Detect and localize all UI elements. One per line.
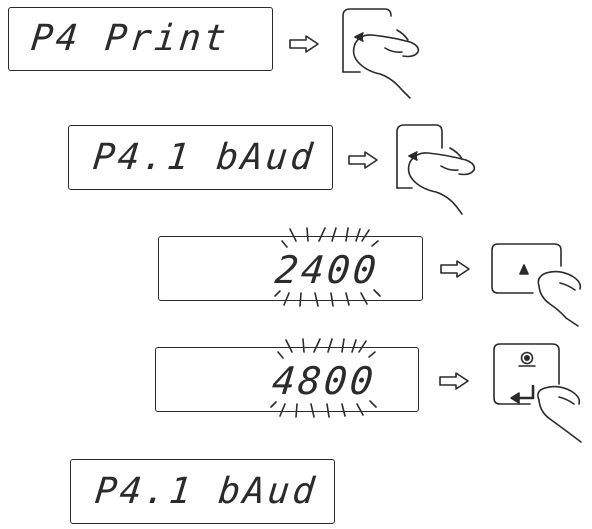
arrow-icon xyxy=(440,373,468,389)
finger-icon xyxy=(409,148,475,214)
blink-marks-2400 xyxy=(275,228,380,306)
right-arrow-key xyxy=(397,125,442,188)
blink-marks-4800 xyxy=(271,339,376,417)
finger-icon xyxy=(354,30,419,98)
finger-icon xyxy=(538,272,580,326)
arrow-icon xyxy=(290,36,318,52)
finger-icon xyxy=(538,387,581,442)
right-arrow-key xyxy=(343,9,391,72)
up-arrow-key xyxy=(492,244,561,293)
enter-key xyxy=(494,344,559,404)
arrow-icon xyxy=(349,152,377,168)
arrow-icon xyxy=(441,261,469,277)
